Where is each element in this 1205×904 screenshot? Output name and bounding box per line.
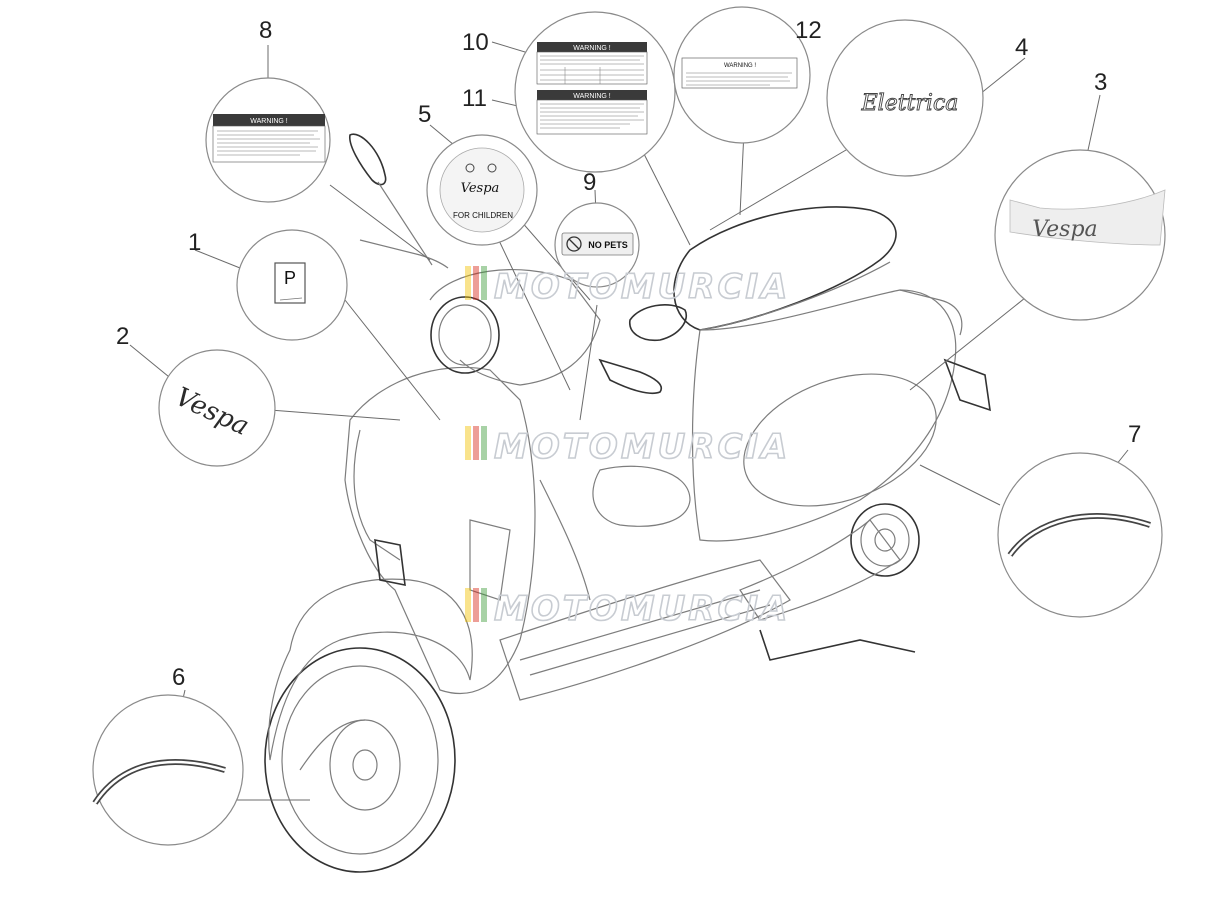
seat	[673, 206, 897, 331]
headset	[429, 269, 601, 386]
bubble-2-vespa-script: Vespa	[158, 349, 276, 467]
bubble-7-rear-stripe	[997, 452, 1163, 618]
warning-title-11: WARNING !	[573, 93, 611, 100]
floorboard	[499, 559, 791, 701]
callout-8: 8	[259, 17, 272, 44]
no-pets-text: NO PETS	[588, 240, 628, 250]
tail-light	[943, 358, 991, 412]
bubble-8-warning-label: WARNING !	[205, 77, 331, 203]
callout-12: 12	[795, 17, 822, 44]
rear-body	[691, 289, 957, 542]
callout-9: 9	[583, 169, 596, 196]
side-stand	[759, 629, 916, 661]
warning-title-8: WARNING !	[250, 118, 288, 125]
watermark-text-3: MOTOMURCIA	[494, 589, 790, 629]
vespa-text-5: Vespa	[461, 181, 500, 196]
callout-4: 4	[1015, 34, 1028, 61]
swingarm	[739, 519, 901, 621]
callout-3: 3	[1094, 69, 1107, 96]
bubble-6-front-stripe	[92, 694, 244, 846]
callout-10: 10	[462, 29, 489, 56]
warning-title-12: WARNING !	[724, 63, 756, 69]
mirror-left	[349, 133, 387, 186]
watermark-2: MOTOMURCIA	[465, 426, 790, 468]
handlebar-right	[598, 358, 662, 395]
callout-2: 2	[116, 323, 129, 350]
horn-cover	[374, 538, 406, 587]
rear-wheel	[850, 503, 920, 577]
bubble-4-elettrica: Elettrica	[826, 19, 984, 177]
callout-7: 7	[1128, 421, 1141, 448]
handlebar-left	[359, 239, 449, 269]
front-wheel	[264, 647, 456, 873]
bubble-5-for-children: Vespa FOR CHILDREN	[426, 134, 538, 246]
parking-letter: P	[284, 268, 296, 288]
headlight	[430, 296, 500, 374]
callout-11: 11	[462, 85, 487, 112]
bubble-10-11-warning-labels: WARNING ! WARNING !	[514, 11, 676, 173]
watermark-1: MOTOMURCIA	[465, 266, 790, 308]
callout-numbers: 1 2 3 4 5 6 7 8 9 10 11 12	[116, 17, 1141, 691]
scooter-drawing	[264, 133, 991, 873]
warning-title-10: WARNING !	[573, 45, 611, 52]
watermark-text-2: MOTOMURCIA	[494, 427, 790, 467]
elettrica-text: Elettrica	[861, 91, 959, 116]
mirror-right	[629, 304, 687, 342]
callout-6: 6	[172, 664, 185, 691]
watermark-3: MOTOMURCIA	[465, 588, 790, 630]
callout-5: 5	[418, 101, 431, 128]
bubble-9-no-pets: NO PETS	[554, 202, 640, 288]
inner-shield	[592, 465, 691, 527]
bubble-12-battery-warning: WARNING !	[673, 6, 811, 144]
bubble-1-parking-decal: P	[236, 229, 348, 341]
for-children-text: FOR CHILDREN	[453, 211, 513, 220]
watermark-text-1: MOTOMURCIA	[494, 267, 790, 307]
front-fender	[268, 578, 473, 761]
vespa-badge-text: Vespa	[1032, 217, 1097, 242]
callout-1: 1	[188, 229, 201, 256]
bubble-3-vespa-badge: Vespa	[994, 149, 1166, 321]
